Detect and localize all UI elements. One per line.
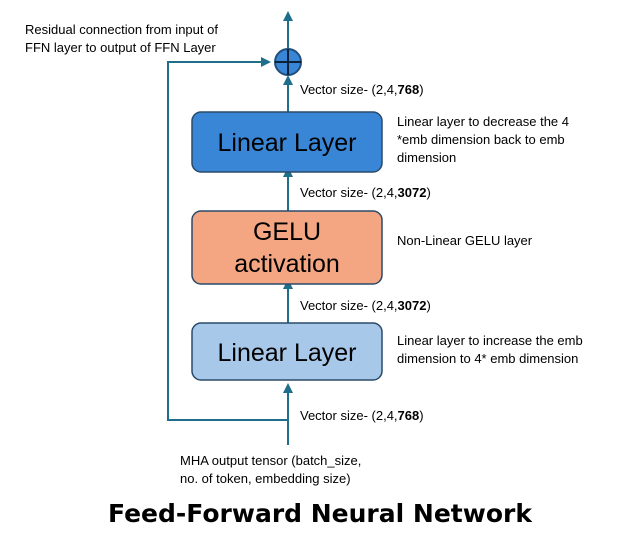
vector-size-mid-top: Vector size- (2,4,3072)	[300, 185, 431, 200]
linear-top-note-line3: dimension	[397, 150, 456, 165]
gelu-label-line1: GELU	[253, 218, 321, 246]
input-note-line2: no. of token, embedding size)	[180, 471, 351, 486]
residual-note-line2: FFN layer to output of FFN Layer	[25, 40, 216, 55]
vector-size-top: Vector size- (2,4,768)	[300, 82, 424, 97]
vector-size-bottom: Vector size- (2,4,768)	[300, 408, 424, 423]
residual-note-line1: Residual connection from input of	[25, 22, 218, 37]
linear-bottom-note-line2: dimension to 4* emb dimension	[397, 351, 578, 366]
input-note-line1: MHA output tensor (batch_size,	[180, 453, 361, 468]
linear-layer-top-box	[191, 111, 383, 173]
residual-connection-line	[167, 57, 288, 421]
linear-layer-bottom-box	[191, 322, 383, 381]
linear-bottom-note-line1: Linear layer to increase the emb	[397, 333, 583, 348]
linear-top-note-line2: *emb dimension back to emb	[397, 132, 565, 147]
gelu-label-line2: activation	[234, 250, 340, 278]
gelu-note: Non-Linear GELU layer	[397, 233, 533, 248]
linear-layer-top-label: Linear Layer	[218, 129, 357, 157]
vector-size-mid-bottom: Vector size- (2,4,3072)	[300, 298, 431, 313]
circled-plus-icon	[274, 48, 302, 76]
linear-top-note-line1: Linear layer to decrease the 4	[397, 114, 569, 129]
linear-layer-bottom-label: Linear Layer	[218, 339, 357, 367]
page-title: Feed-Forward Neural Network	[108, 499, 533, 528]
gelu-activation-box	[191, 210, 383, 285]
